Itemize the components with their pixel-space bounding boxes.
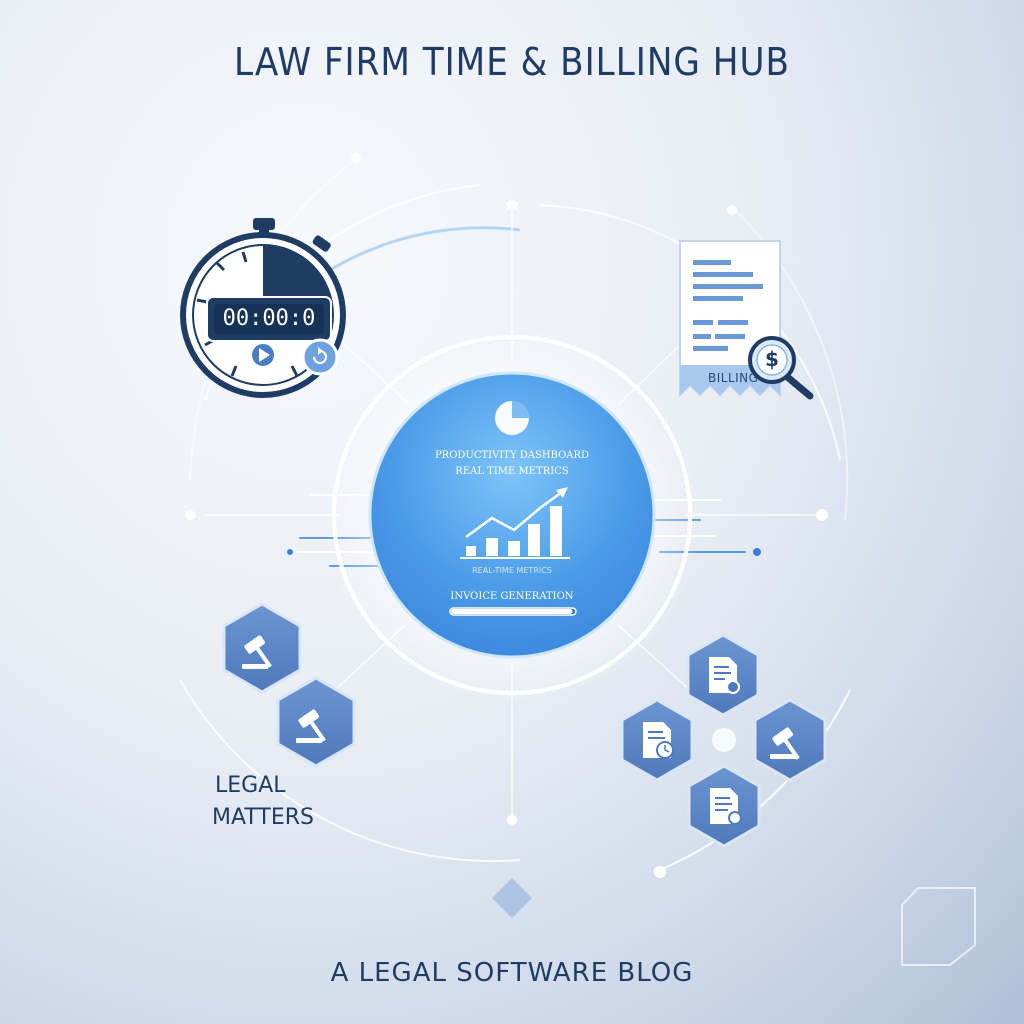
productivity-hub[interactable] bbox=[322, 325, 702, 705]
hub-caption: REAL-TIME METRICS bbox=[472, 566, 552, 575]
legal-matters-line1: LEGAL bbox=[215, 773, 286, 798]
page-title: LAW FIRM TIME & BILLING HUB bbox=[234, 40, 790, 84]
footer-caption: A LEGAL SOFTWARE BLOG bbox=[330, 958, 694, 988]
document-icon bbox=[710, 788, 742, 825]
orbit-nodes bbox=[185, 153, 828, 878]
dollar-sign: $ bbox=[765, 347, 779, 371]
invoice-progress-bar bbox=[449, 607, 577, 616]
legal-matters-label: LEGAL MATTERS bbox=[212, 770, 332, 834]
magnifier-dollar-icon[interactable] bbox=[748, 336, 814, 400]
legal-matter-hex-1[interactable] bbox=[222, 602, 302, 694]
hub-title: PRODUCTIVITY DASHBOARD bbox=[434, 450, 590, 461]
legal-matter-hex-2[interactable] bbox=[276, 676, 356, 768]
legal-matters-line2: MATTERS bbox=[212, 805, 314, 830]
hex-outline-decor bbox=[901, 887, 976, 966]
gavel-icon bbox=[296, 709, 326, 743]
diamond-decor bbox=[492, 878, 532, 918]
document-icon bbox=[709, 657, 740, 694]
document-icon bbox=[643, 722, 674, 759]
hub-subtitle: REAL TIME METRICS bbox=[455, 466, 569, 477]
cluster-glow bbox=[712, 728, 736, 752]
reset-button-icon[interactable] bbox=[301, 338, 339, 376]
gavel-hex[interactable] bbox=[753, 698, 827, 782]
play-button-icon[interactable] bbox=[250, 342, 276, 368]
billing-label: BILLING bbox=[708, 371, 759, 385]
progress-label: INVOICE GENERATION bbox=[450, 591, 574, 602]
gavel-icon bbox=[770, 727, 800, 760]
pie-chart-icon bbox=[495, 401, 529, 435]
timer-display: 00:00:0 bbox=[222, 306, 316, 331]
gavel-icon bbox=[242, 635, 272, 669]
bar-chart-icon bbox=[460, 487, 570, 559]
